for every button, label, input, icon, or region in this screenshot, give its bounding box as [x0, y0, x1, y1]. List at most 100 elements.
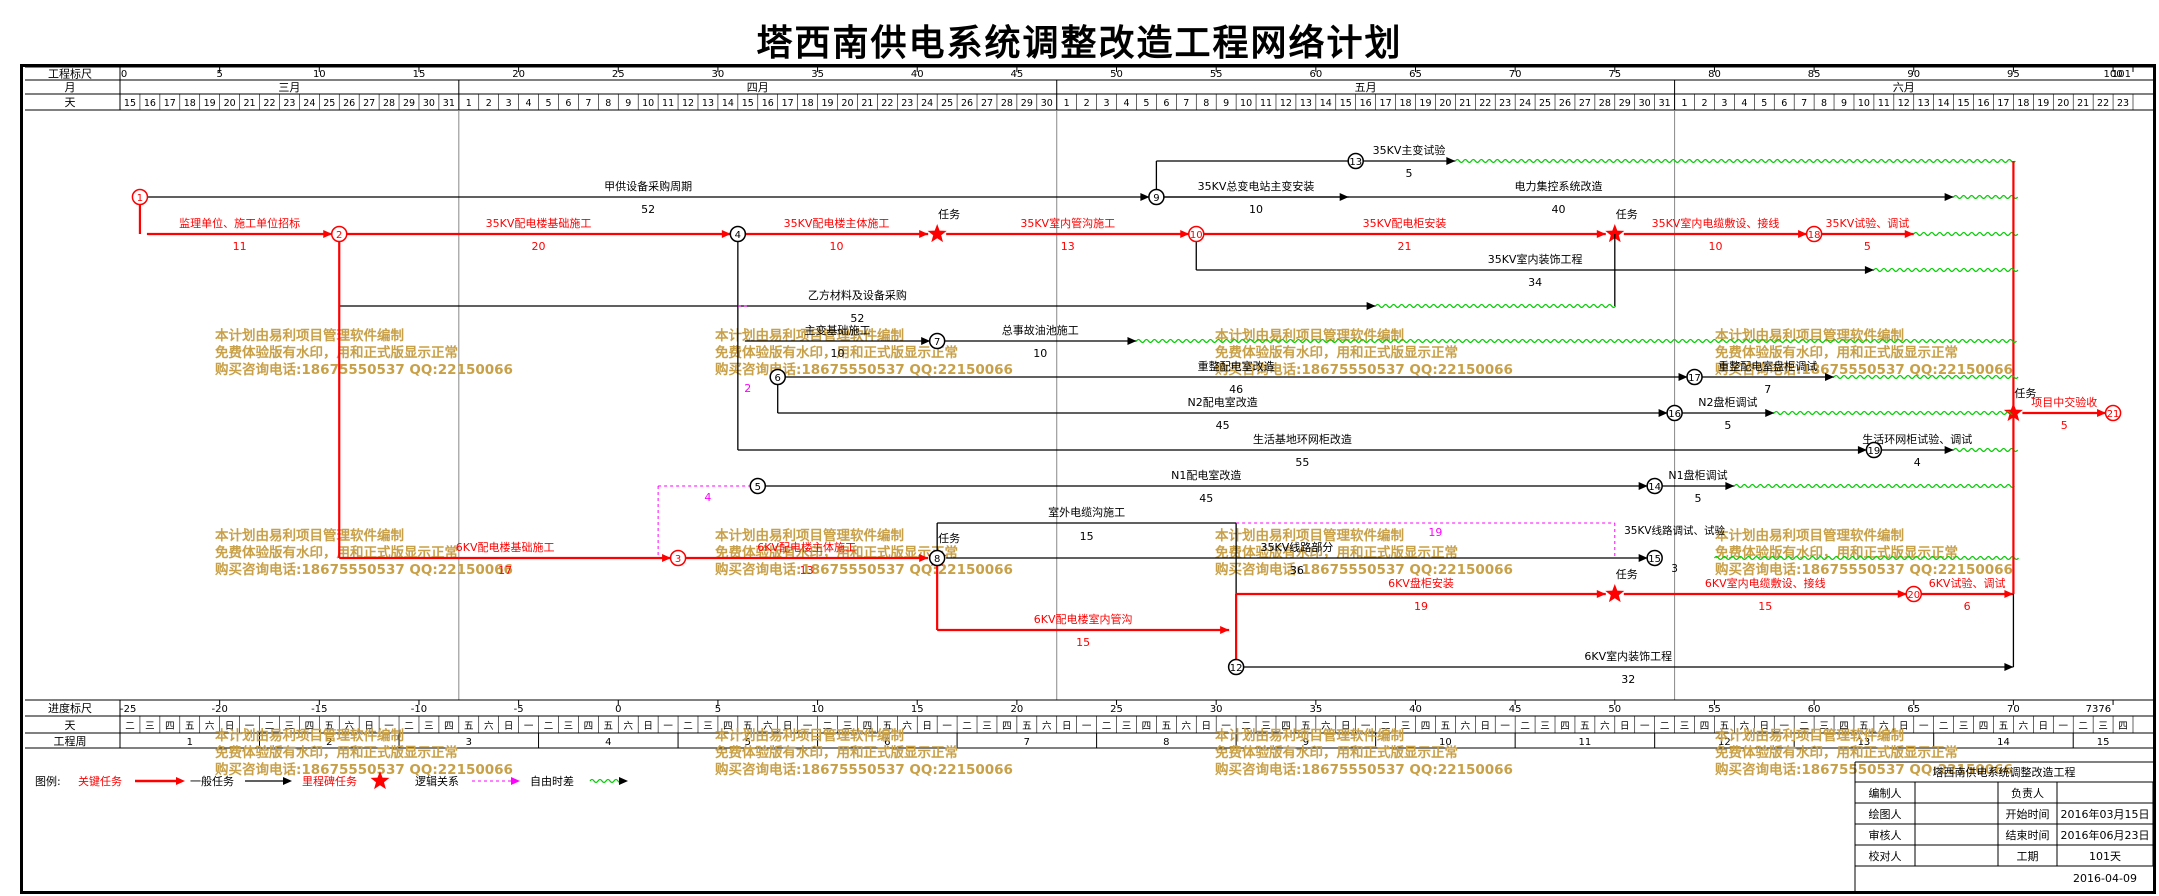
day-label: 28 [1599, 98, 1611, 109]
weekday-label: 日 [1201, 721, 1211, 732]
day-label: 19 [821, 98, 833, 109]
day-label: 19 [204, 98, 216, 109]
day-label: 25 [1539, 98, 1551, 109]
weekday-label: 二 [962, 721, 972, 732]
day-label: 31 [1659, 98, 1671, 109]
network-node [1646, 549, 1663, 567]
task-duration: 40 [1552, 203, 1566, 216]
day-label: 2 [1701, 98, 1707, 109]
float-value: 4 [704, 491, 711, 504]
task-name: 35KV室内电缆敷设、接线 [1652, 216, 1780, 230]
task-name: 35KV配电楼主体施工 [784, 216, 890, 230]
task-name: N2盘柜调试 [1698, 395, 1757, 409]
arrow-head [1220, 626, 1230, 634]
weekday-label: 一 [1221, 721, 1231, 732]
week-label: 6 [884, 737, 890, 748]
weekday-label: 三 [1261, 721, 1271, 732]
weekday-label: 日 [1480, 721, 1490, 732]
day-label: 5 [545, 98, 551, 109]
task-name: 监理单位、施工单位招标 [179, 216, 300, 230]
weekday-label: 三 [1540, 721, 1550, 732]
arrow-head [1658, 409, 1668, 417]
node-id: 17 [1688, 373, 1701, 384]
weekday-label: 六 [205, 720, 215, 732]
watermark-text: 免费体验版有水印，用和正式版显示正常 [215, 744, 458, 761]
watermark-text: 免费体验版有水印，用和正式版显示正常 [715, 544, 958, 561]
day-label: 1 [1682, 98, 1688, 109]
task-name: 35KV总变电站主变安装 [1198, 179, 1315, 193]
task-name: 6KV盘柜安装 [1388, 576, 1454, 590]
day-label: 4 [526, 98, 532, 109]
weekday-label: 五 [1162, 721, 1172, 732]
weekday-label: 四 [1142, 721, 1152, 732]
scale-tick: 45 [1011, 69, 1024, 80]
arrow-head [919, 230, 929, 238]
weekday-label: 日 [922, 721, 932, 732]
weekday-label: 三 [1819, 721, 1829, 732]
arrow-head [921, 337, 931, 345]
day-label: 16 [1360, 98, 1372, 109]
day-label: 17 [164, 98, 176, 109]
watermark-text: 本计划由易利项目管理软件编制 [1215, 727, 1404, 744]
header-row-label: 月 [65, 81, 76, 94]
network-node [1686, 368, 1703, 386]
footer-row-label: 工程周 [54, 735, 87, 748]
weekday-label: 六 [2019, 720, 2029, 732]
arrow-head [1446, 157, 1456, 165]
scale-tick: 30 [712, 69, 725, 80]
weekday-label: 三 [285, 721, 295, 732]
arrow-head [1864, 266, 1874, 274]
day-label: 15 [124, 98, 136, 109]
network-node [669, 549, 687, 567]
watermark-text: 购买咨询电话:18675550537 QQ:22150066 [1215, 761, 1513, 778]
week-label: 5 [745, 737, 751, 748]
chart-frame [20, 64, 2156, 894]
task-duration: 7 [1764, 383, 1771, 396]
node-id: 5 [755, 482, 761, 493]
weekday-label: 二 [544, 721, 554, 732]
week-label: 9 [1303, 737, 1309, 748]
weekday-label: 五 [185, 721, 195, 732]
weekday-label: 三 [1680, 721, 1690, 732]
day-label: 9 [625, 98, 631, 109]
watermark-text: 免费体验版有水印，用和正式版显示正常 [1715, 344, 1958, 361]
task-name: 乙方材料及设备采购 [808, 288, 907, 302]
arrow-head [1765, 409, 1775, 417]
weekday-label: 二 [1241, 721, 1251, 732]
day-label: 23 [2117, 98, 2129, 109]
weekday-label: 五 [464, 721, 474, 732]
progress-tick: 5 [715, 704, 721, 715]
network-node [2104, 404, 2122, 422]
watermark-text: 购买咨询电话:18675550537 QQ:22150066 [1215, 561, 1513, 578]
weekday-label: 四 [165, 721, 175, 732]
weekday-label: 四 [1560, 721, 1570, 732]
month-label: 六月 [1893, 81, 1915, 94]
week-label: 11 [1579, 737, 1592, 748]
weekday-label: 六 [1740, 720, 1750, 732]
scale-tick: 65 [1409, 69, 1422, 80]
day-label: 23 [901, 98, 913, 109]
weekday-label: 四 [1979, 721, 1989, 732]
task-duration: 36 [1290, 564, 1304, 577]
arrow-head [1944, 193, 1954, 201]
day-label: 11 [1878, 98, 1890, 109]
weekday-label: 日 [1899, 721, 1909, 732]
day-label: 8 [1821, 98, 1827, 109]
arrow-head [2097, 409, 2107, 417]
week-label: 14 [1997, 737, 2010, 748]
scale-tick: 95 [2007, 69, 2020, 80]
task-duration: 15 [1758, 600, 1772, 613]
node-id: 14 [1648, 482, 1661, 493]
task-duration: 19 [1414, 600, 1428, 613]
weekday-label: 三 [2098, 721, 2108, 732]
weekday-label: 二 [1381, 721, 1391, 732]
day-label: 14 [1938, 98, 1950, 109]
weekday-label: 一 [1082, 721, 1092, 732]
node-id: 10 [1190, 230, 1203, 241]
weekday-label: 一 [524, 721, 534, 732]
day-label: 28 [1001, 98, 1013, 109]
scale-tick: 50 [1110, 69, 1123, 80]
table-value: 101天 [2089, 850, 2121, 863]
task-duration: 46 [1229, 383, 1243, 396]
progress-tick: 45 [1509, 704, 1522, 715]
